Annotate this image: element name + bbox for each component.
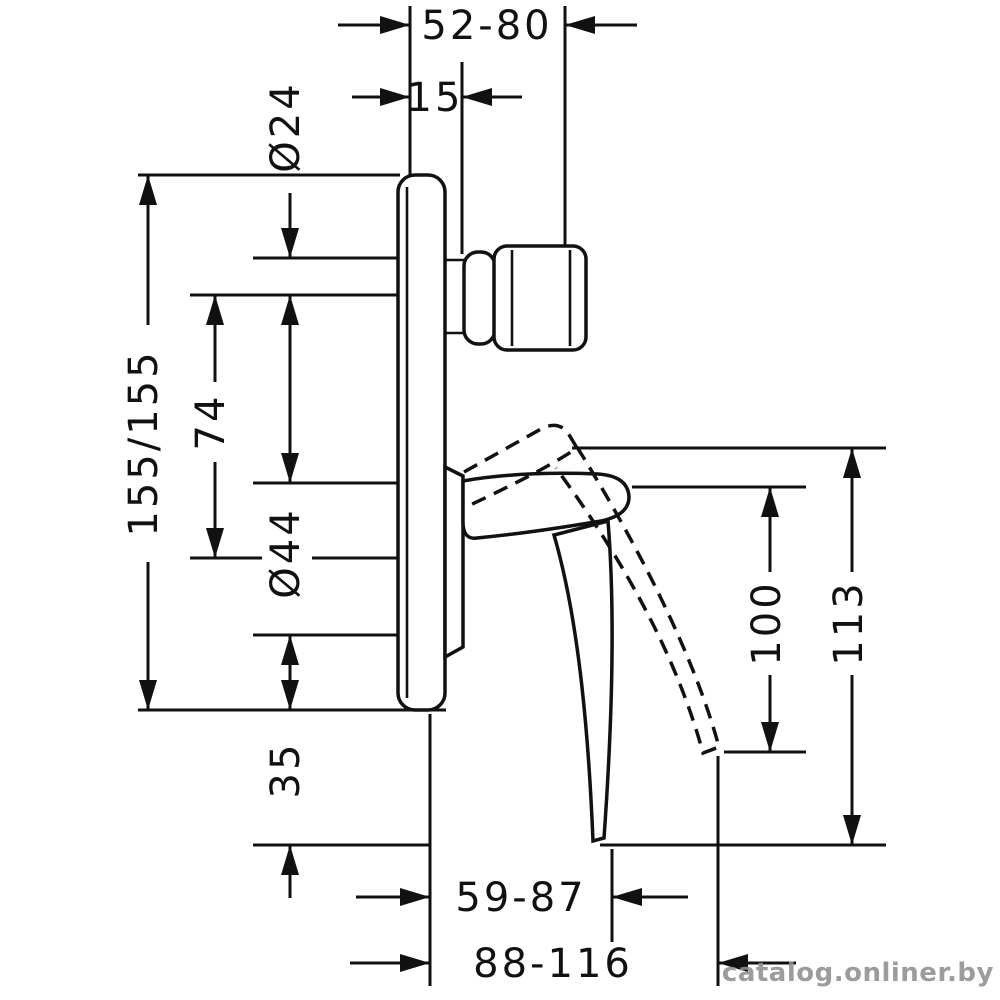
dim-plate-offset: 15 <box>352 75 522 121</box>
diverter-knob <box>492 244 588 352</box>
arrowhead-left <box>718 954 748 972</box>
spout-collar <box>462 250 497 346</box>
arrowhead-right <box>400 888 430 906</box>
arrowhead-down <box>139 680 157 710</box>
handle-mount <box>443 464 465 660</box>
arrowhead-up <box>281 845 299 875</box>
dim-spout-to-handle-label: 74 <box>188 394 234 451</box>
handle-lever-dashed <box>554 446 722 756</box>
dim-spout-diameter-label: Ø24 <box>263 81 309 172</box>
dim-depth-range-label: 52-80 <box>421 3 552 49</box>
dim-plate-size: 155/155 <box>121 175 167 710</box>
arrowhead-left <box>612 888 642 906</box>
escutcheon-plate <box>396 173 447 712</box>
arrowhead-down <box>206 528 224 558</box>
arrowhead-down <box>761 722 779 752</box>
dim-spout-diameter: Ø24 <box>263 81 309 483</box>
watermark-text: catalog.onliner.by <box>721 958 994 988</box>
arrowhead-down <box>281 228 299 258</box>
dim-overall-height-label: 113 <box>826 580 872 665</box>
arrowhead-right <box>400 954 430 972</box>
dim-overall-projection: 88-116 <box>350 941 796 987</box>
arrowhead-up <box>281 295 299 325</box>
handle-head-dashed <box>463 423 580 508</box>
arrowhead-up <box>281 635 299 665</box>
dim-handle-projection-label: 59-87 <box>455 875 586 921</box>
dim-plate-offset-label: 15 <box>407 75 464 121</box>
arrowhead-down <box>281 453 299 483</box>
dim-bottom-offset-label: 35 <box>263 742 309 799</box>
dim-overall-height: 113 <box>826 448 872 845</box>
arrowhead-left <box>462 88 492 106</box>
dim-depth-range: 52-80 <box>338 3 637 49</box>
handle-lever-solid <box>551 518 614 844</box>
handle-dashed-position <box>463 423 722 756</box>
dim-overall-projection-label: 88-116 <box>473 941 633 987</box>
dim-handle-height: 100 <box>744 487 790 752</box>
arrowhead-left <box>565 16 595 34</box>
arrowhead-up <box>843 448 861 478</box>
arrowhead-up <box>139 175 157 205</box>
dim-hub-diameter-label: Ø44 <box>263 507 309 598</box>
mixer-body <box>396 173 631 844</box>
arrowhead-right <box>380 88 410 106</box>
dim-hub-diameter: Ø44 <box>263 507 309 710</box>
arrowhead-up <box>761 487 779 517</box>
dim-plate-size-label: 155/155 <box>121 349 167 536</box>
dim-handle-projection: 59-87 <box>356 875 688 921</box>
arrowhead-right <box>380 16 410 34</box>
arrowhead-up <box>206 295 224 325</box>
dim-spout-to-handle: 74 <box>188 295 234 558</box>
arrowhead-down <box>281 680 299 710</box>
arrowhead-down <box>843 815 861 845</box>
extension-lines <box>138 6 886 986</box>
dim-handle-height-label: 100 <box>744 580 790 665</box>
dim-bottom-offset: 35 <box>263 742 309 898</box>
